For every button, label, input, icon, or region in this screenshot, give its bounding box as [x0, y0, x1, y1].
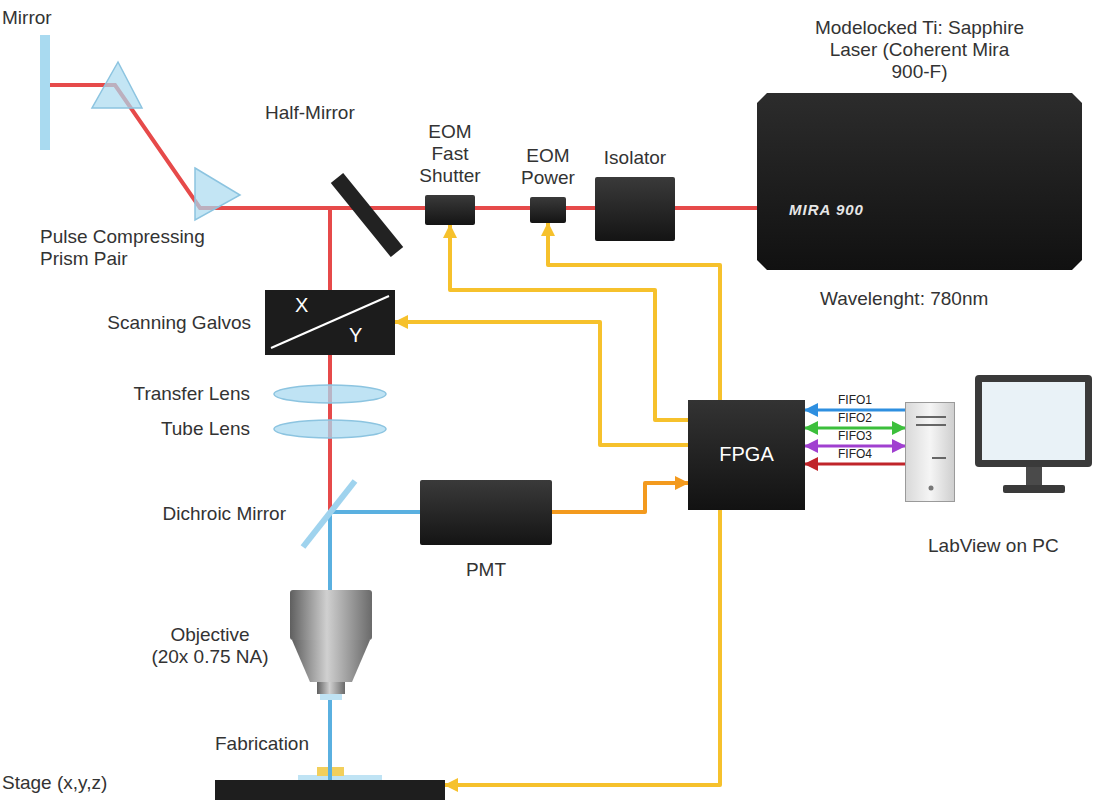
monitor-stand	[1026, 467, 1042, 485]
signal-arrow	[395, 322, 688, 445]
part-label: Fabrication	[215, 733, 309, 755]
signal-arrow	[552, 483, 688, 512]
pmt: PMT	[420, 480, 552, 545]
fpga-box: FPGA	[688, 400, 805, 510]
beam-segment	[328, 355, 332, 383]
edge-label: FIFO3	[836, 430, 874, 443]
beam-segment	[475, 206, 530, 210]
transfer-lens-shape	[272, 383, 388, 405]
dichroic-plate	[303, 481, 355, 547]
prism-pair-shape	[85, 60, 245, 222]
eom-power: EOM Power	[530, 197, 566, 223]
component-label: Scanning Galvos	[107, 311, 251, 333]
beam-segment	[358, 510, 420, 514]
beam-segment	[328, 258, 332, 290]
transfer-lens: Transfer Lens	[272, 383, 388, 405]
component-label: Modelocked Ti: Sapphire Laser (Coherent …	[815, 17, 1025, 83]
objective-shape	[290, 590, 372, 702]
monitor-bezel	[975, 375, 1092, 467]
objective: Objective (20x 0.75 NA)	[290, 590, 372, 702]
laser-beam	[328, 208, 332, 512]
laser-shape	[757, 93, 1082, 270]
isolator: Isolator	[595, 177, 675, 241]
objective-tip	[317, 682, 345, 694]
pc-tower: LabView on PC	[905, 402, 955, 502]
half-mirror-plate	[337, 178, 397, 252]
dichroic-mirror: Dichroic Mirror	[300, 478, 358, 550]
monitor-base	[1003, 485, 1065, 493]
component-label: Stage (x,y,z)	[2, 772, 107, 794]
beam-segment	[405, 206, 425, 210]
power-button	[929, 486, 934, 491]
prism-pair: Pulse Compressing Prism Pair	[85, 60, 245, 222]
component-label: Isolator	[585, 147, 685, 169]
laser: Modelocked Ti: Sapphire Laser (Coherent …	[757, 93, 1082, 270]
beam-segment	[50, 83, 85, 87]
signal-arrow	[445, 510, 720, 785]
dichroic-mirror-shape	[300, 478, 358, 550]
tube-lens: Tube Lens	[272, 418, 388, 440]
component-label: Half-Mirror	[265, 102, 355, 124]
half-mirror-shape	[325, 172, 405, 258]
drive-slot	[916, 424, 946, 426]
component-text: Y	[349, 324, 362, 347]
drive-slot	[916, 416, 946, 418]
objective-taper	[292, 640, 370, 682]
lens-shape	[274, 385, 386, 403]
component-label: EOM Fast Shutter	[414, 121, 486, 187]
signal-arrow	[548, 223, 720, 400]
emission-beam	[330, 510, 420, 514]
beam-segment	[245, 206, 325, 210]
scanning-galvos-shape	[265, 290, 395, 355]
component-label: EOM Power	[516, 145, 580, 189]
drive-slot	[932, 457, 946, 459]
edge-label: FIFO1	[836, 394, 874, 407]
scanning-galvos: Scanning GalvosXY	[265, 290, 395, 355]
component-label: Dichroic Mirror	[163, 503, 287, 525]
beam-segment	[566, 206, 595, 210]
prism	[195, 168, 240, 220]
beam-segment	[675, 206, 757, 210]
objective-body	[290, 590, 372, 640]
component-label: LabView on PC	[928, 535, 1059, 557]
prism	[92, 62, 142, 108]
stage: Stage (x,y,z)	[215, 780, 445, 800]
lens-shape	[274, 420, 386, 438]
component-label: Objective (20x 0.75 NA)	[150, 624, 270, 668]
edge-label: FIFO4	[836, 448, 874, 461]
component-text: Wavelenght: 780nm	[820, 288, 988, 310]
component-text: MIRA 900	[789, 201, 864, 218]
beam-segment	[328, 702, 332, 780]
pc-tower-shape	[906, 403, 956, 503]
objective-lens	[320, 694, 342, 700]
component-label: FPGA	[688, 443, 805, 466]
edge-label: FIFO2	[836, 412, 874, 425]
component-label: PMT	[446, 559, 526, 581]
beam-segment	[328, 405, 332, 418]
component-text: X	[295, 294, 308, 317]
beam-segment	[328, 550, 332, 590]
component-label: Mirror	[2, 7, 52, 29]
mirror: Mirror	[40, 35, 50, 150]
galvo-divider	[271, 296, 389, 348]
signal-arrow	[805, 463, 905, 466]
tube-lens-shape	[272, 418, 388, 440]
beam-segment	[328, 440, 332, 478]
laser-housing	[757, 93, 1082, 270]
component-label: Tube Lens	[161, 418, 250, 440]
eom-shutter: EOM Fast Shutter	[425, 195, 475, 225]
half-mirror: Half-Mirror	[325, 172, 405, 258]
component-label: Pulse Compressing Prism Pair	[40, 226, 220, 270]
component-label: Transfer Lens	[133, 383, 250, 405]
monitor-screen	[982, 382, 1085, 460]
